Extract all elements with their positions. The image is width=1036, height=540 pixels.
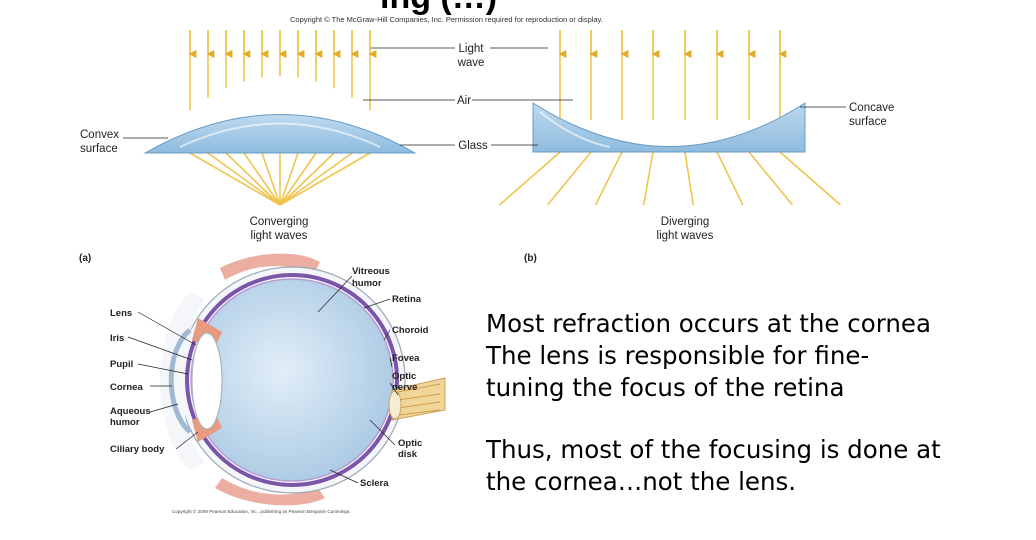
label-aqueous-2: humor (110, 417, 140, 428)
text-line-4: Thus, most of the focusing is done at (486, 434, 1026, 466)
label-ciliary-body: Ciliary body (110, 444, 165, 455)
refracted-ray (685, 152, 693, 205)
eye-lens-shape (192, 333, 222, 429)
refracted-ray (548, 152, 591, 205)
label-concave-2: surface (849, 116, 887, 128)
label-vitreous-2: humor (352, 278, 382, 289)
label-panel-a: (a) (79, 253, 91, 264)
refracted-ray (280, 153, 352, 205)
label-panel-b: (b) (524, 253, 537, 264)
label-sclera: Sclera (360, 478, 389, 489)
label-iris: Iris (110, 333, 124, 344)
partial-title: ing (…) (380, 0, 497, 16)
label-converging-2: light waves (251, 230, 308, 242)
copyright-top: Copyright © The McGraw-Hill Companies, I… (290, 15, 603, 24)
concave-panel (500, 30, 841, 205)
refracted-ray (644, 152, 653, 205)
label-lens: Lens (110, 308, 132, 319)
copyright-bottom: Copyright © 2009 Pearson Education, Inc.… (172, 508, 351, 514)
label-pupil: Pupil (110, 359, 133, 370)
label-diverging-2: light waves (657, 230, 714, 242)
label-optic-disk: Optic (398, 438, 422, 449)
text-line-2: The lens is responsible for fine- (486, 340, 1026, 372)
label-convex: Convex (80, 129, 119, 141)
label-optic-nerve: Optic (392, 371, 416, 382)
refracted-ray (780, 152, 841, 205)
text-line-5: the cornea…not the lens. (486, 466, 1026, 498)
label-cornea: Cornea (110, 382, 143, 393)
convex-panel (145, 30, 415, 205)
label-fovea: Fovea (392, 353, 420, 364)
refracted-ray (280, 153, 316, 205)
label-optic-disk-2: disk (398, 449, 418, 460)
label-aqueous: Aqueous (110, 406, 151, 417)
label-concave: Concave (849, 102, 894, 114)
refracted-ray (596, 152, 622, 205)
concave-lens (533, 103, 805, 152)
label-convex-2: surface (80, 143, 118, 155)
refracted-ray (500, 152, 561, 205)
label-vitreous: Vitreous (352, 266, 390, 277)
explanation-text: Most refraction occurs at the cornea The… (486, 308, 1026, 498)
label-light-wave-2: wave (457, 57, 485, 69)
text-line-1: Most refraction occurs at the cornea (486, 308, 1026, 340)
label-retina: Retina (392, 294, 422, 305)
label-light-wave: Light (459, 43, 485, 55)
refracted-ray (717, 152, 743, 205)
label-diverging: Diverging (661, 216, 710, 228)
refracted-ray (208, 153, 280, 205)
label-converging: Converging (250, 216, 309, 228)
refracted-ray (749, 152, 792, 205)
label-choroid: Choroid (392, 325, 429, 336)
label-air: Air (457, 95, 471, 107)
label-glass: Glass (458, 140, 488, 152)
refracted-ray (244, 153, 280, 205)
convex-lens (145, 115, 415, 154)
text-line-3: tuning the focus of the retina (486, 372, 1026, 404)
label-optic-nerve-2: nerve (392, 382, 417, 393)
